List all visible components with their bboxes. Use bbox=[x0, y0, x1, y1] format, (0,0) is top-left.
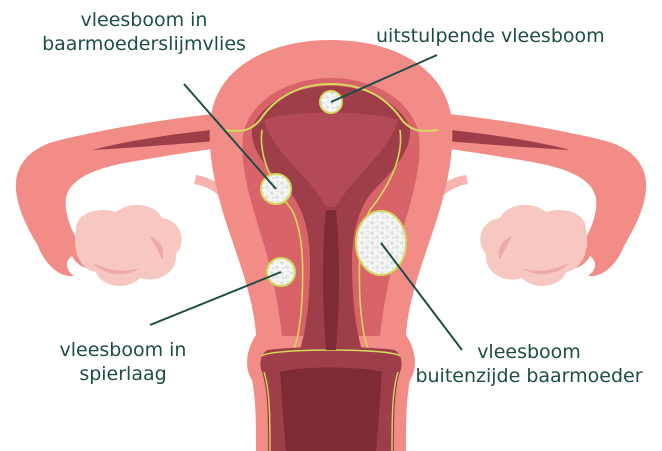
label-endometrium-line1: vleesboom in bbox=[22, 8, 266, 32]
label-protruding-line1: uitstulpende vleesboom bbox=[376, 24, 605, 48]
label-muscle-line1: vleesboom in bbox=[48, 338, 198, 362]
label-fibroid-protruding: uitstulpende vleesboom bbox=[376, 24, 605, 48]
label-endometrium-line2: baarmoederslijmvlies bbox=[22, 32, 266, 56]
label-muscle-line2: spierlaag bbox=[48, 362, 198, 386]
left-ovary bbox=[75, 205, 182, 286]
label-fibroid-muscle-layer: vleesboom in spierlaag bbox=[48, 338, 198, 386]
label-outside-line2: buitenzijde baarmoeder bbox=[402, 364, 656, 388]
label-outside-line1: vleesboom bbox=[402, 340, 656, 364]
label-fibroid-endometrium: vleesboom in baarmoederslijmvlies bbox=[22, 8, 266, 56]
right-ovary bbox=[480, 205, 587, 286]
label-fibroid-outside: vleesboom buitenzijde baarmoeder bbox=[402, 340, 656, 388]
